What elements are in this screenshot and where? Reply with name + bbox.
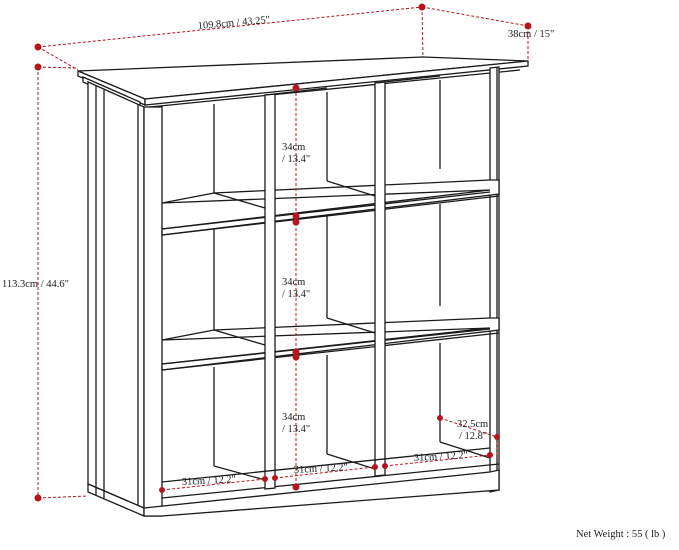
cube-width-right-label: 31cm / 12.2": [414, 450, 469, 464]
height-label: 113.3cm / 44.6": [2, 279, 69, 290]
bottom-rail: [143, 469, 500, 517]
cube-depth-label-1: 32.5cm: [457, 419, 488, 430]
depth-dimension-line: [421, 6, 529, 27]
cube-width-center-line: [274, 466, 376, 479]
cube-width-right-line: [384, 454, 491, 467]
cube-height-top-label-1: 34cm: [282, 142, 305, 153]
depth-label: 38cm / 15": [508, 29, 554, 40]
cube-width-left-label: 31cm / 12.2": [182, 474, 237, 488]
top-board: [77, 56, 529, 100]
cube-height-bot-label-1: 34cm: [282, 412, 305, 423]
width-dimension-line: [37, 6, 423, 48]
shelf-lower: [161, 317, 500, 371]
divider-2: [374, 81, 386, 477]
cube-depth-line: [439, 417, 498, 438]
cube-depth-label-2: / 12.8": [459, 431, 487, 442]
cube-width-center-label: 31cm / 12.2": [294, 462, 349, 476]
shelf-upper: [161, 179, 500, 236]
dimension-labels: 109.8cm / 43.25" 38cm / 15" 113.3cm / 44…: [2, 15, 666, 540]
cube-height-bot-label-2: / 13.4": [282, 424, 310, 435]
net-weight-label: Net Weight : 55 ( lb ): [576, 529, 666, 540]
cube-height-mid-label-1: 34cm: [282, 277, 305, 288]
width-label: 109.8cm / 43.25": [197, 15, 270, 32]
cube-height-top-label-2: / 13.4": [282, 154, 310, 165]
bookcase-outline: [77, 56, 529, 517]
cube-width-left-line: [161, 478, 266, 491]
front-left-post: [143, 106, 163, 517]
cube-height-mid-label-2: / 13.4": [282, 289, 310, 300]
top-board-edge: [144, 60, 529, 106]
dimension-lines: [34, 3, 532, 502]
divider-1: [264, 93, 276, 490]
